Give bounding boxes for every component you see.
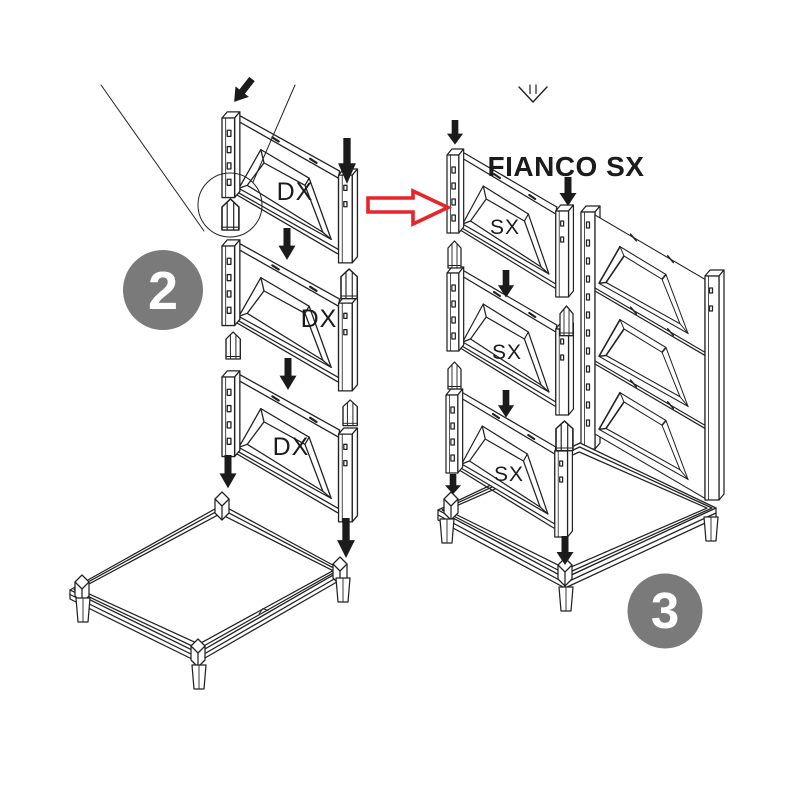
base-corner-post	[214, 491, 230, 521]
outline-arrow-icon	[518, 84, 548, 103]
down-arrow-icon	[444, 473, 462, 495]
panel-label-dx-2: DX	[301, 305, 338, 333]
diagram-linework	[69, 73, 725, 690]
panel-label-dx-1: DX	[277, 178, 314, 206]
base-platform-step2	[69, 491, 351, 690]
base-leg	[439, 518, 455, 544]
peg-icon	[340, 268, 359, 300]
down-arrow-icon	[497, 269, 515, 299]
peg-icon	[342, 399, 358, 427]
base-corner-post	[443, 491, 459, 521]
base-leg	[75, 597, 91, 623]
red-arrow-icon	[366, 188, 453, 227]
step-2-badge	[123, 250, 203, 330]
detail-circle	[197, 172, 263, 238]
base-leg	[558, 586, 574, 612]
diagram-labels: DX DX DX SX SX SX FIANCO SX	[273, 151, 645, 486]
peg-icon	[221, 198, 240, 231]
assembled-side-wall	[580, 205, 725, 501]
step2-group	[69, 73, 359, 690]
panel-label-sx-1: SX	[490, 216, 520, 239]
down-arrow-icon	[277, 227, 297, 261]
panel-label-sx-3: SX	[494, 463, 524, 486]
step-2-number: 2	[148, 261, 178, 321]
panel-label-dx-3: DX	[273, 433, 310, 461]
panel-label-sx-2: SX	[492, 341, 522, 364]
detail-leader-lines	[100, 84, 296, 232]
peg-icon	[447, 361, 462, 390]
peg-icon	[559, 305, 574, 337]
peg-icon	[225, 331, 241, 360]
peg-icon	[555, 420, 574, 452]
base-corner-post	[190, 638, 206, 668]
step-badges: 2 3	[123, 250, 703, 649]
down-arrow-icon	[336, 517, 356, 559]
down-arrow-icon	[278, 357, 298, 391]
base-leg	[191, 664, 207, 690]
fianco-sx-heading: FIANCO SX	[488, 151, 645, 182]
base-leg	[335, 577, 351, 603]
down-arrow-icon	[446, 119, 464, 146]
down-arrow-icon	[226, 73, 260, 108]
step3-group	[437, 84, 725, 612]
down-arrow-icon	[218, 454, 238, 490]
base-leg	[703, 516, 719, 542]
peg-icon	[447, 240, 462, 269]
down-arrow-icon	[497, 389, 515, 419]
step-3-badge	[627, 573, 703, 649]
base-platform-step3	[437, 442, 719, 612]
step-3-number: 3	[651, 582, 679, 639]
